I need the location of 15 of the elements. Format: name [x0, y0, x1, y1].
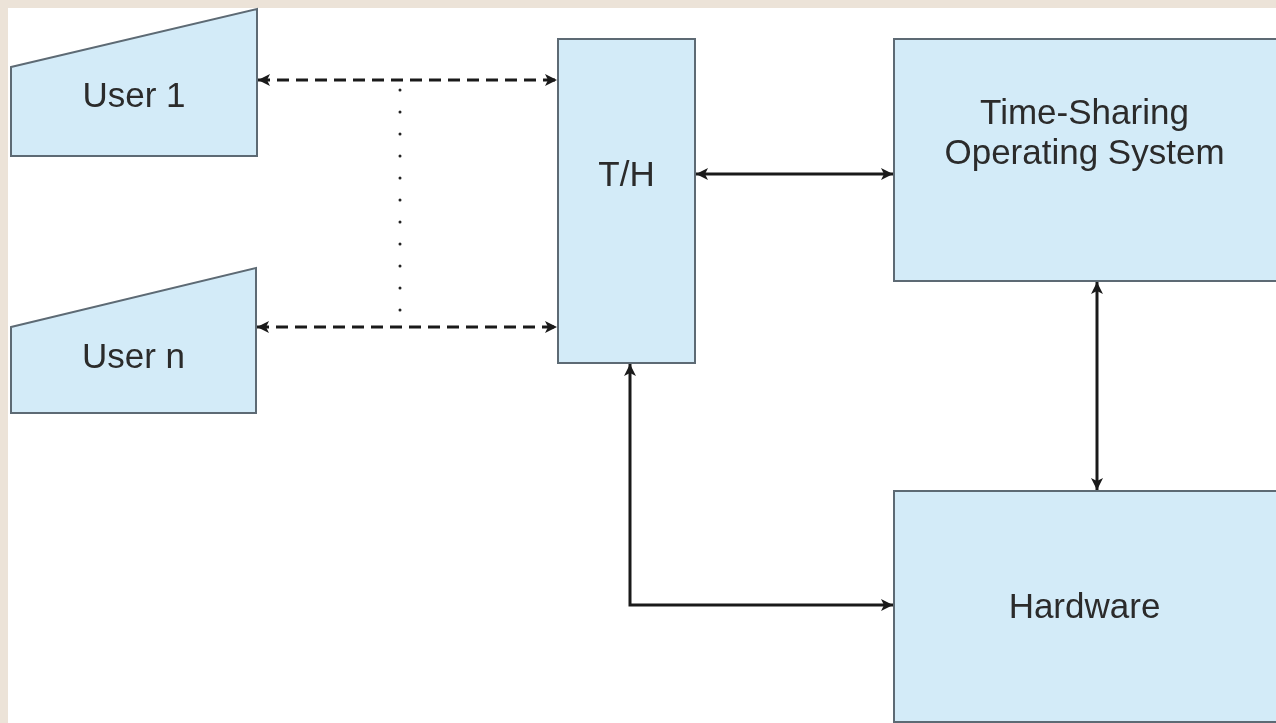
process-box — [893, 38, 1276, 282]
node-label: User 1 — [82, 75, 186, 115]
dashed-arrow — [257, 321, 557, 333]
process-box — [893, 490, 1276, 723]
node-label: Time-Sharing Operating System — [943, 92, 1226, 172]
arrow — [1091, 282, 1103, 490]
terminal-trapezoid — [10, 267, 257, 414]
node-label: Hardware — [1008, 586, 1161, 626]
process-box — [557, 38, 696, 364]
dashed-arrow — [258, 74, 557, 86]
node-label: T/H — [598, 154, 655, 194]
arrow — [696, 168, 893, 180]
terminal-trapezoid — [10, 8, 258, 157]
arrow — [624, 364, 893, 611]
node-label: User n — [81, 336, 186, 376]
